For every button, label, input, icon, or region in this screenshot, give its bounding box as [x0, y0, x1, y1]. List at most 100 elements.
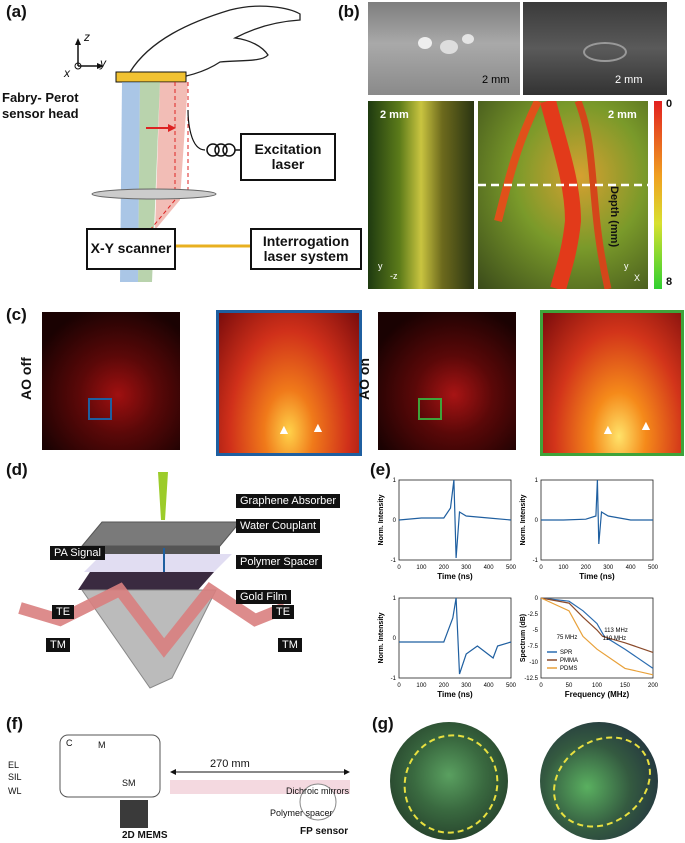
ao-on-zoom: ▲ ▲ — [540, 310, 684, 456]
x-tick-label: 150 — [620, 683, 631, 689]
x-tick-label: 0 — [539, 565, 543, 571]
y-tick-label: 1 — [393, 478, 397, 484]
panel-g-label: (g) — [372, 714, 394, 733]
te-right-tag: TE — [272, 605, 295, 619]
panel-c-label: (c) — [6, 305, 27, 324]
te-left-tag: TE — [52, 605, 75, 619]
series-line-signal — [398, 479, 512, 559]
plot-frame — [540, 597, 654, 679]
x-tick-label: 500 — [648, 565, 659, 571]
excitation-laser-box: Excitation laser — [240, 133, 336, 181]
sm-label: SM — [122, 778, 136, 788]
panel-f-label: (f) — [6, 714, 23, 733]
y-tick-label: -12.5 — [524, 676, 538, 682]
input-wl: WL — [8, 786, 22, 796]
pa-image-side: 2 mm y -z — [368, 101, 474, 289]
x-tick-label: 0 — [539, 683, 543, 689]
y-tick-label: 0 — [535, 596, 539, 602]
x-tick-label: 100 — [416, 565, 427, 571]
x-tick-label: 300 — [603, 565, 614, 571]
x-tick-label: 0 — [397, 565, 401, 571]
arrowhead-icon: ▲ — [601, 421, 615, 437]
ao-on-label: AO on — [356, 358, 372, 400]
series-line-PDMS — [540, 597, 654, 676]
pa-image-top: 2 mm y X — [478, 101, 648, 289]
x-tick-label: 300 — [461, 565, 472, 571]
y-tick-label: -7.5 — [528, 644, 539, 650]
panel-a-label: (a) — [6, 2, 27, 21]
ao-off-overview — [42, 312, 180, 450]
fp-sensor-label: FP sensor — [300, 826, 349, 837]
annotation-label: 75 MHz — [557, 635, 578, 641]
x-axis-label: Time (ns) — [437, 690, 473, 699]
x-tick-label: 400 — [484, 565, 495, 571]
y-axis-label: Spectrum (dB) — [520, 614, 527, 662]
axis-x-label: x — [64, 66, 70, 80]
graphene-tag: Graphene Absorber — [236, 494, 341, 508]
y-tick-label: -1 — [391, 558, 397, 564]
panel-b-label: (b) — [338, 2, 360, 21]
tm-right-tag: TM — [278, 638, 302, 652]
scalebar-b2: 2 mm — [615, 74, 643, 86]
x-tick-label: 200 — [648, 683, 659, 689]
in-vivo-image-right — [540, 722, 658, 840]
dichroic-label: Dichroic mirrors — [286, 786, 349, 796]
panel-e-label: (e) — [370, 460, 391, 479]
ao-off-label: AO off — [18, 357, 34, 400]
depth-colorbar — [654, 101, 662, 289]
x-tick-label: 50 — [566, 683, 573, 689]
us-image-right: 2 mm — [523, 2, 667, 95]
colorbar-top: 0 — [666, 98, 673, 110]
length-label: 270 mm — [210, 758, 250, 770]
scalebar-b4: 2 mm — [608, 109, 637, 121]
y-tick-label: -1 — [533, 558, 539, 564]
y-tick-label: -1 — [391, 676, 397, 682]
annotation-label: 110 MHz — [603, 636, 627, 642]
x-tick-label: 500 — [506, 565, 517, 571]
axis-z-label: z — [84, 30, 90, 44]
polymer-tag: Polymer Spacer — [236, 555, 323, 569]
ao-off-zoom: ▲ ▲ — [216, 310, 362, 456]
polymer-spacer-label: Polymer spacer — [270, 808, 333, 818]
x-axis-label: Time (ns) — [437, 572, 473, 581]
mems-label: 2D MEMS — [122, 830, 168, 841]
y-tick-label: -2.5 — [528, 612, 539, 618]
axis-y-right: y — [624, 261, 629, 271]
sensor-head-label: Fabry- Perot sensor head — [2, 90, 79, 121]
in-vivo-image-left — [390, 722, 508, 840]
x-axis-label: Time (ns) — [579, 572, 615, 581]
x-tick-label: 100 — [558, 565, 569, 571]
scalebar-b1: 2 mm — [482, 74, 510, 86]
axis-y-label: y — [100, 56, 106, 70]
series-line-SPR — [540, 597, 654, 669]
panel-f-diagram — [59, 734, 350, 828]
y-tick-label: -10 — [529, 660, 538, 666]
y-tick-label: 0 — [535, 518, 539, 524]
gold-tag: Gold Film — [236, 590, 292, 604]
arrowhead-icon: ▲ — [639, 417, 653, 433]
x-tick-label: 100 — [416, 683, 427, 689]
series-line-PMMA — [540, 597, 654, 653]
annotation-label: 113 MHz — [604, 628, 628, 634]
y-tick-label: 0 — [393, 518, 397, 524]
legend-entry: PDMS — [560, 666, 577, 672]
panel-d-diagram — [18, 472, 288, 689]
input-el: EL — [8, 760, 20, 770]
arrowhead-icon: ▲ — [311, 419, 325, 435]
m-label: M — [98, 740, 106, 750]
y-axis-label: Norm. Intensity — [378, 612, 385, 663]
x-tick-label: 200 — [439, 683, 450, 689]
scanner-box: X-Y scanner — [86, 228, 176, 270]
water-tag: Water Couplant — [236, 519, 321, 533]
pa-signal-tag: PA Signal — [50, 546, 105, 560]
x-tick-label: 400 — [484, 683, 495, 689]
series-line-signal — [541, 479, 653, 545]
tm-left-tag: TM — [46, 638, 70, 652]
panel-d-label: (d) — [6, 460, 28, 479]
y-tick-label: -5 — [533, 628, 539, 634]
x-tick-label: 200 — [439, 565, 450, 571]
x-tick-label: 100 — [592, 683, 603, 689]
x-tick-label: 300 — [461, 683, 472, 689]
x-tick-label: 500 — [506, 683, 517, 689]
